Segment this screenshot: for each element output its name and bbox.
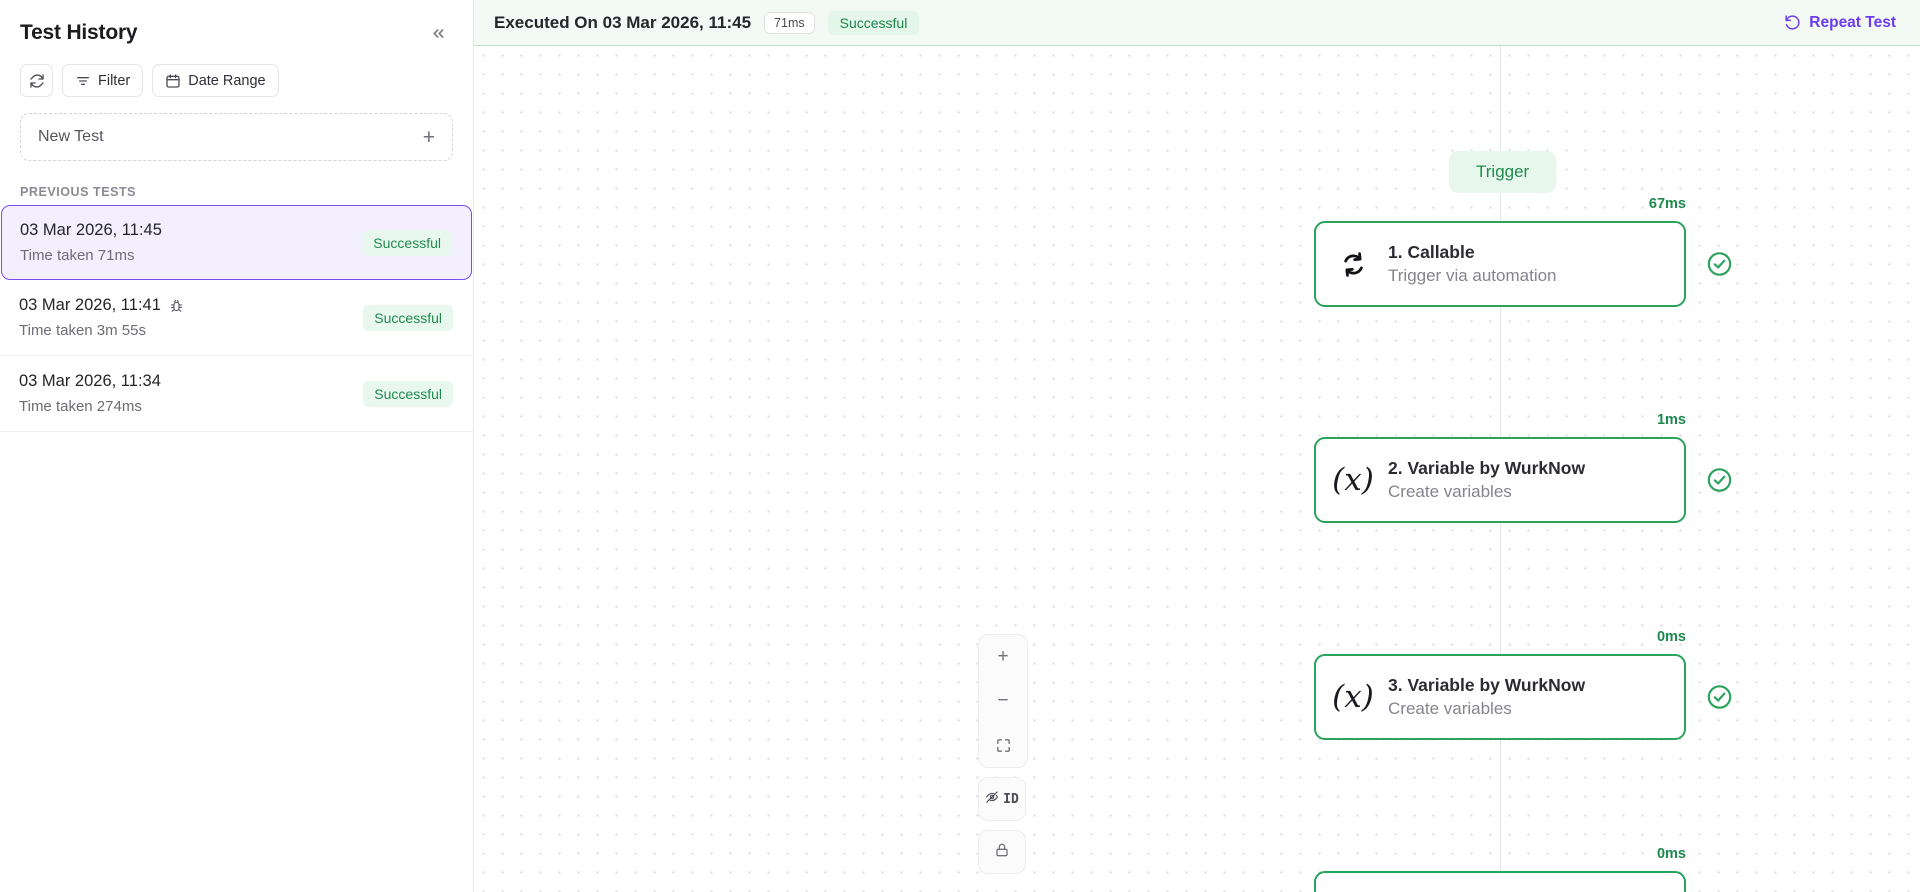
calendar-icon [165, 73, 181, 89]
execution-header-left: Executed On 03 Mar 2026, 11:45 71ms Succ… [494, 10, 920, 35]
rotate-ccw-icon [1784, 14, 1801, 31]
zoom-out-button[interactable]: − [997, 690, 1009, 711]
test-item-info: 03 Mar 2026, 11:45 Time taken 71ms [20, 221, 162, 264]
new-test-button[interactable]: New Test + [20, 113, 453, 161]
sync-arrows-icon [1336, 250, 1370, 279]
execution-status-badge: Successful [827, 10, 920, 35]
test-history-sidebar: Test History [0, 0, 474, 892]
workflow-canvas[interactable]: Trigger 67ms 1. Callable Trigger via aut… [474, 46, 1920, 892]
main-panel: Executed On 03 Mar 2026, 11:45 71ms Succ… [474, 0, 1920, 892]
workflow-node: 1ms (x) 2. Variable by WurkNow Create va… [1314, 412, 1732, 523]
node-text: 1. Callable Trigger via automation [1388, 242, 1557, 286]
new-test-label: New Test [38, 128, 104, 145]
chevrons-left-icon [430, 25, 447, 42]
refresh-button[interactable] [20, 64, 53, 97]
sidebar-header: Test History [0, 0, 473, 58]
node-title: 1. Callable [1388, 242, 1475, 262]
test-item-date-text: 03 Mar 2026, 11:41 [19, 296, 161, 314]
fit-view-icon [995, 737, 1012, 754]
node-subtitle: Trigger via automation [1388, 266, 1557, 285]
node-card[interactable]: (x) 3. Variable by WurkNow Create variab… [1314, 654, 1686, 740]
canvas-controls: + − [978, 634, 1028, 874]
date-range-button-label: Date Range [188, 72, 266, 89]
filter-button-label: Filter [98, 72, 131, 89]
test-item-date-text: 03 Mar 2026, 11:34 [19, 372, 161, 390]
list-item[interactable]: 03 Mar 2026, 11:45 Time taken 71ms Succe… [1, 205, 472, 280]
node-subtitle: Create variables [1388, 482, 1512, 501]
check-circle-icon [1706, 251, 1733, 278]
test-item-info: 03 Mar 2026, 11:34 Time taken 274ms [19, 372, 161, 415]
list-item[interactable]: 03 Mar 2026, 11:34 Time taken 274ms Succ… [0, 356, 473, 432]
previous-tests-label: PREVIOUS TESTS [20, 185, 137, 199]
lock-button[interactable] [978, 830, 1026, 874]
variable-x-icon: (x) [1332, 461, 1374, 498]
node-duration: 1ms [1656, 412, 1686, 428]
test-item-date: 03 Mar 2026, 11:34 [19, 372, 161, 391]
repeat-test-button[interactable]: Repeat Test [1784, 14, 1896, 32]
id-label: ID [1003, 791, 1019, 807]
test-item-date: 03 Mar 2026, 11:45 [20, 221, 162, 240]
variable-x-icon: (x) [1332, 678, 1374, 715]
plus-icon: + [422, 125, 435, 149]
filter-button[interactable]: Filter [62, 64, 144, 97]
test-item-duration: Time taken 71ms [20, 247, 135, 264]
execution-title: Executed On 03 Mar 2026, 11:45 [494, 12, 752, 32]
date-range-button[interactable]: Date Range [152, 64, 279, 97]
eye-off-icon [985, 790, 999, 809]
node-title: 3. Variable by WurkNow [1388, 675, 1586, 695]
collapse-sidebar-button[interactable] [423, 18, 453, 48]
lock-icon [994, 842, 1010, 863]
node-duration: 0ms [1656, 846, 1686, 862]
fit-view-button[interactable] [979, 723, 1027, 767]
test-item-date-text: 03 Mar 2026, 11:45 [20, 221, 162, 239]
test-item-date: 03 Mar 2026, 11:41 [19, 296, 184, 315]
filter-icon [75, 73, 91, 89]
check-circle-icon [1706, 684, 1733, 711]
trigger-node[interactable]: Trigger [1449, 151, 1557, 193]
previous-tests-list: 03 Mar 2026, 11:45 Time taken 71ms Succe… [0, 205, 473, 432]
zoom-in-button[interactable]: + [997, 646, 1009, 667]
check-circle-icon [1706, 467, 1733, 494]
workflow-node: 67ms 1. Callable Trigger via automation [1314, 196, 1732, 307]
execution-header: Executed On 03 Mar 2026, 11:45 71ms Succ… [474, 0, 1920, 46]
page-title: Test History [20, 21, 138, 44]
list-item[interactable]: 03 Mar 2026, 11:41 Time taken 3m 55s Suc… [0, 280, 473, 356]
status-badge: Successful [362, 229, 452, 256]
sidebar-toolbar: Filter Date Range [0, 58, 473, 111]
test-item-info: 03 Mar 2026, 11:41 Time taken 3m 55s [19, 296, 184, 339]
node-duration: 67ms [1648, 196, 1686, 212]
status-badge: Successful [363, 304, 453, 331]
status-badge: Successful [363, 380, 453, 407]
bug-icon [169, 298, 184, 313]
node-card[interactable]: 4. Callable Respond to automation [1314, 871, 1686, 892]
node-subtitle: Create variables [1388, 699, 1512, 718]
workflow-node: 0ms (x) 3. Variable by WurkNow Create va… [1314, 629, 1732, 740]
node-card[interactable]: 1. Callable Trigger via automation [1314, 221, 1686, 307]
test-item-duration: Time taken 274ms [19, 398, 142, 415]
workflow-node: 0ms 4. Callable Respond to automation [1314, 846, 1686, 892]
node-card[interactable]: (x) 2. Variable by WurkNow Create variab… [1314, 437, 1686, 523]
toggle-id-button[interactable]: ID [978, 777, 1026, 821]
test-item-duration: Time taken 3m 55s [19, 322, 146, 339]
refresh-icon [29, 73, 45, 89]
execution-duration-chip: 71ms [764, 11, 815, 34]
repeat-test-label: Repeat Test [1809, 13, 1896, 31]
node-duration: 0ms [1656, 629, 1686, 645]
zoom-button-group: + − [978, 634, 1028, 768]
node-text: 2. Variable by WurkNow Create variables [1388, 458, 1585, 502]
node-title: 2. Variable by WurkNow [1388, 458, 1586, 478]
node-text: 3. Variable by WurkNow Create variables [1388, 675, 1585, 719]
